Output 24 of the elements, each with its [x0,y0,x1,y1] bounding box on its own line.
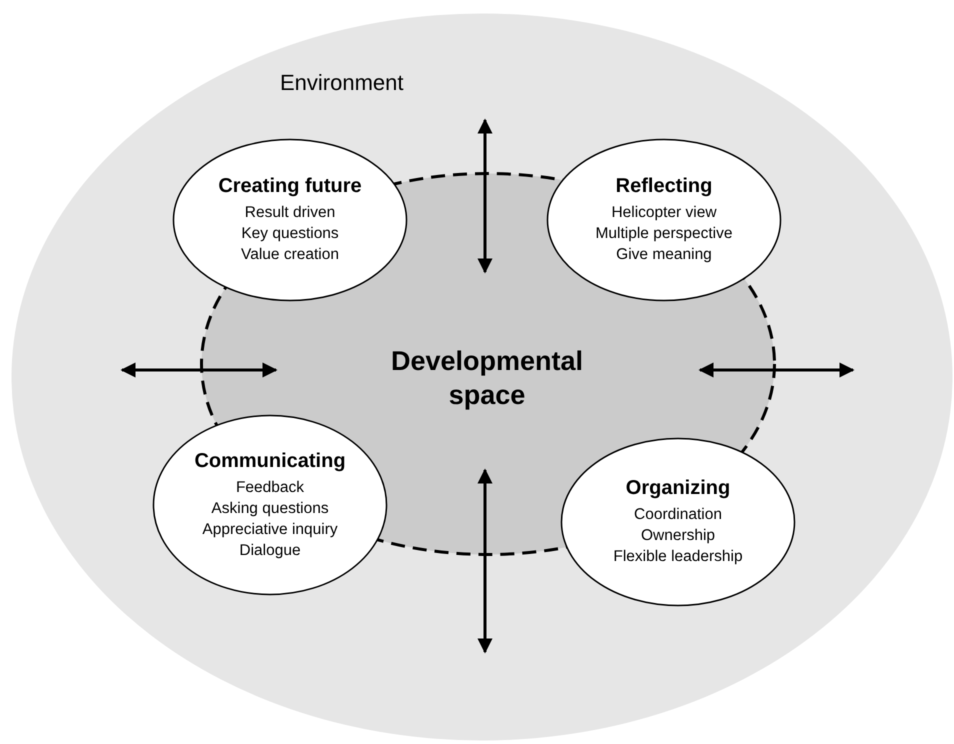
list-item: Asking questions [211,498,329,518]
ellipse-node [560,437,796,607]
list-item: Flexible leadership [613,547,743,567]
list-item: Ownership [640,526,716,546]
list-item: Dialogue [239,540,301,560]
node-heading: Communicating [194,450,346,472]
list-item: Give meaning [616,245,712,265]
list-item: Result driven [244,203,336,223]
list-item: Feedback [236,478,304,498]
list-item: Appreciative inquiry [202,520,338,540]
ellipse-node [546,138,782,302]
list-item: Multiple perspective [596,224,732,244]
region-label: Environment [280,70,404,96]
node-heading: Creating future [218,175,362,198]
list-item: Key questions [241,224,339,244]
region-title: Developmental space [390,345,584,412]
list-item: Coordination [634,505,722,525]
ellipse-node [152,414,388,596]
node-heading: Organizing [626,477,730,500]
ellipse-node [172,138,408,302]
ellipse-region [10,12,954,742]
list-item: Value creation [241,245,339,265]
node-heading: Reflecting [616,175,712,198]
list-item: Helicopter view [611,203,717,223]
